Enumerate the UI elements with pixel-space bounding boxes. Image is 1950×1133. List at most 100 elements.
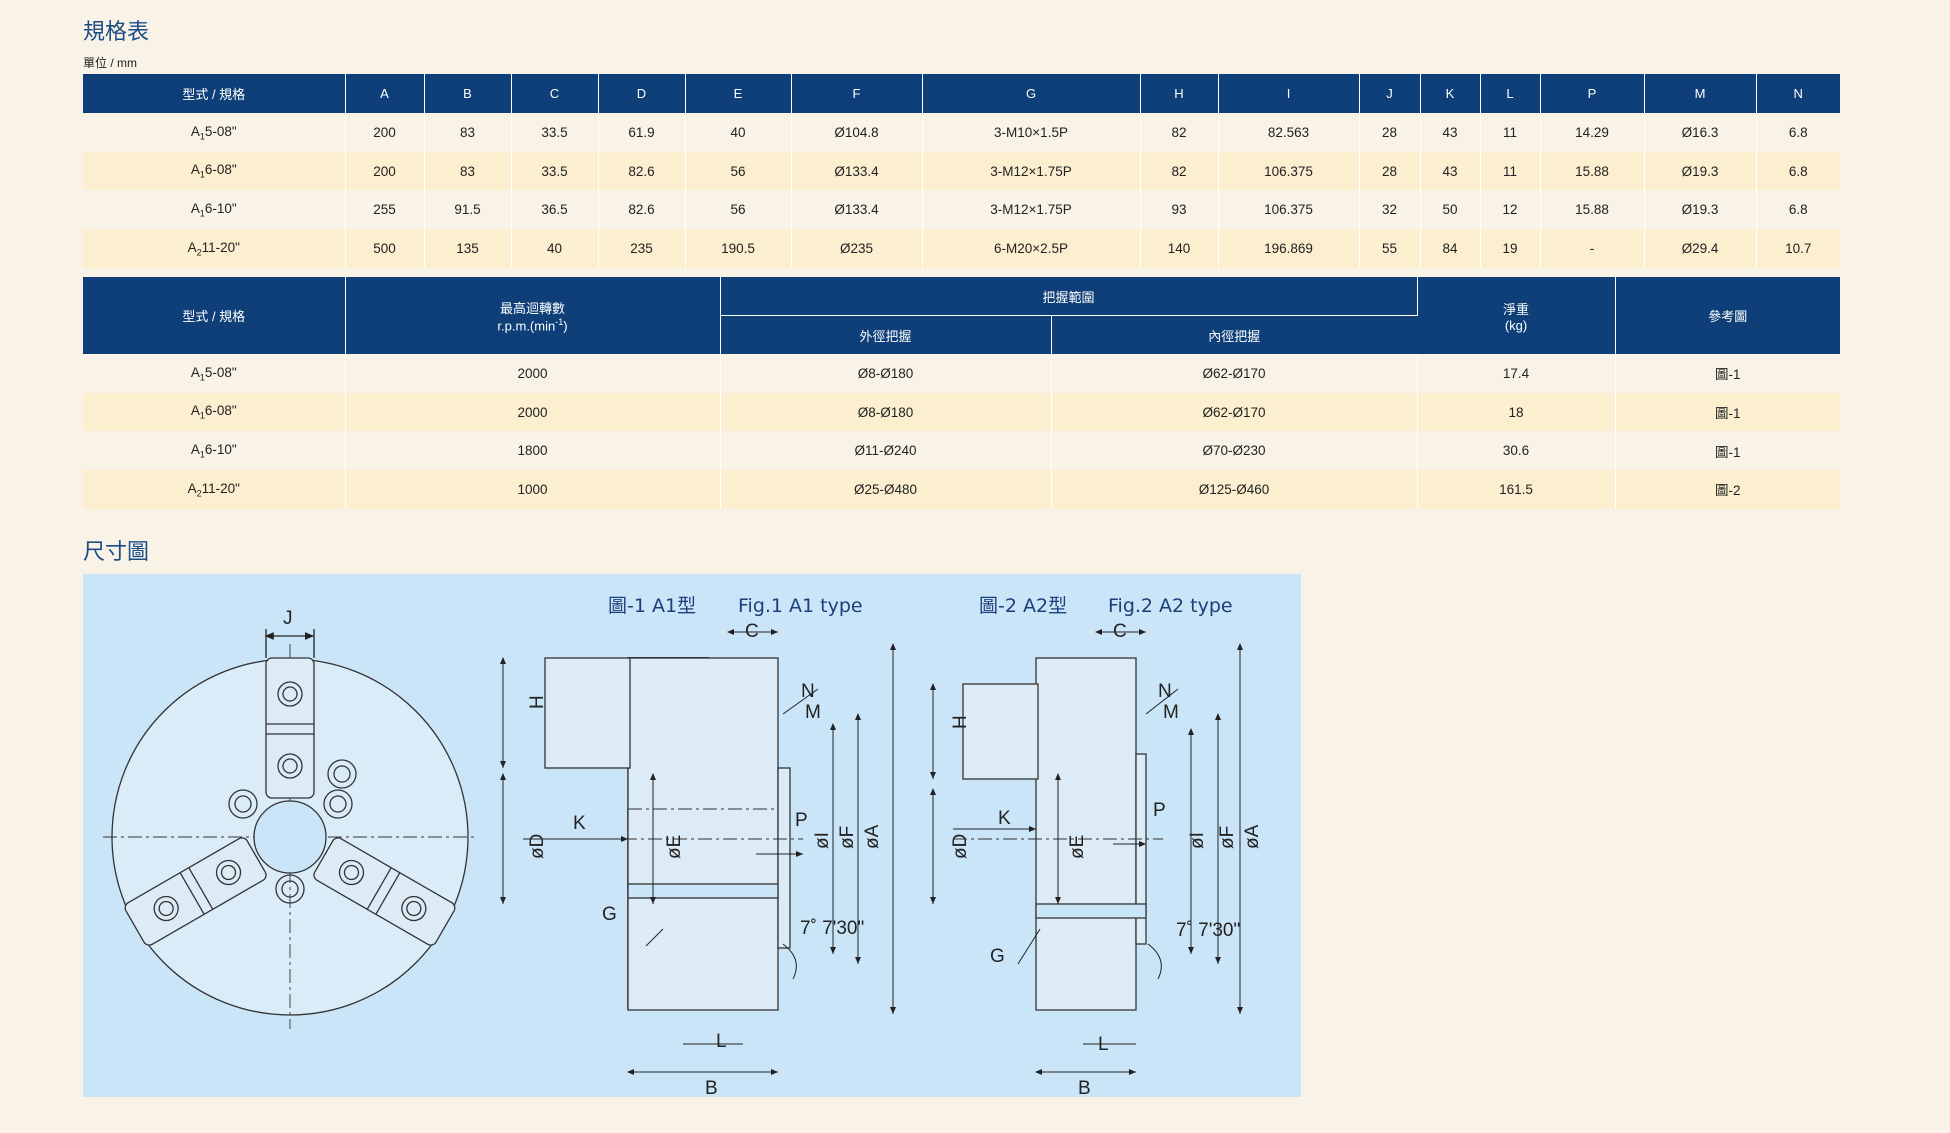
grip-inner-cell: Ø62-Ø170	[1051, 392, 1418, 432]
dimension-title: 尺寸圖	[83, 540, 150, 565]
grip-weight-cell: 30.6	[1417, 431, 1616, 471]
spec-cell: 135	[424, 229, 512, 268]
fig2-label-m: M	[1163, 702, 1179, 723]
fig1-label-d: øD	[527, 834, 548, 859]
spec-cell: 33.5	[511, 151, 599, 191]
fig1-label-a: øA	[862, 824, 883, 849]
spec-cell: 43	[1420, 113, 1481, 152]
front-view	[103, 629, 478, 1029]
grip-weight-cell: 18	[1417, 392, 1616, 432]
fig2-label-h: H	[950, 715, 971, 729]
spec-cell: 3-M12×1.75P	[922, 190, 1141, 230]
fig2-angle: 7˚ 7'30"	[1176, 920, 1240, 941]
spec-cell: 82	[1140, 113, 1219, 152]
rpm-line2: r.p.m.(min-1)	[497, 316, 568, 334]
grip-inner-cell: Ø125-Ø460	[1051, 470, 1418, 509]
spec-cell: 83	[424, 151, 512, 191]
spec-cell: 40	[685, 113, 792, 152]
grip-header-model: 型式 / 規格	[83, 277, 346, 354]
grip-ref-cell: 圖-1	[1615, 354, 1841, 393]
spec-cell: 255	[345, 190, 425, 230]
grip-weight-cell: 161.5	[1417, 470, 1616, 509]
fig1-label-c: C	[745, 621, 759, 642]
spec-header-cell: N	[1756, 74, 1840, 113]
fig2-label-k: K	[998, 808, 1011, 829]
fig2-label-b: B	[1078, 1078, 1091, 1097]
spec-cell: -	[1540, 229, 1645, 268]
spec-cell: 106.375	[1218, 151, 1360, 191]
spec-header-cell: P	[1540, 74, 1645, 113]
rpm-line1: 最高迴轉數	[499, 300, 565, 316]
spec-cell: 28	[1359, 113, 1421, 152]
fig1-label-k: K	[573, 813, 586, 834]
spec-header-cell: 型式 / 規格	[83, 74, 346, 113]
grip-outer-cell: Ø8-Ø180	[720, 392, 1052, 432]
spec-cell: 82.563	[1218, 113, 1360, 152]
spec-cell: 200	[345, 151, 425, 191]
fig2-body	[953, 657, 1163, 1011]
spec-cell: 6.8	[1756, 190, 1840, 230]
spec-cell: 140	[1140, 229, 1219, 268]
grip-weight-cell: 17.4	[1417, 354, 1616, 393]
spec-cell: 15.88	[1540, 151, 1645, 191]
spec-header-cell: D	[598, 74, 686, 113]
fig1-label-g: G	[602, 904, 617, 925]
fig2-label-l: L	[1098, 1034, 1109, 1055]
grip-rpm-cell: 2000	[345, 354, 721, 393]
spec-header-cell: A	[345, 74, 425, 113]
spec-cell: 33.5	[511, 113, 599, 152]
fig2-label-i: øI	[1187, 832, 1208, 849]
spec-cell: 11	[1480, 113, 1541, 152]
spec-cell: 6.8	[1756, 113, 1840, 152]
spec-header-cell: G	[922, 74, 1141, 113]
fig2-label-n: N	[1158, 681, 1172, 702]
fig2-label-c: C	[1113, 621, 1127, 642]
fig1-body	[523, 657, 803, 1011]
fig1-label-m: M	[805, 702, 821, 723]
spec-cell: Ø19.3	[1644, 190, 1757, 230]
spec-cell: 83	[424, 113, 512, 152]
grip-header-ref: 參考圖	[1615, 277, 1841, 354]
model-cell: A15-08"	[83, 354, 346, 393]
spec-cell: 12	[1480, 190, 1541, 230]
spec-cell: 235	[598, 229, 686, 268]
spec-header-cell: C	[511, 74, 599, 113]
spec-cell: 3-M10×1.5P	[922, 113, 1141, 152]
spec-cell: 106.375	[1218, 190, 1360, 230]
spec-cell: Ø133.4	[791, 190, 923, 230]
grip-header-rpm: 最高迴轉數 r.p.m.(min-1)	[345, 277, 721, 354]
fig1-label-e: øE	[664, 835, 685, 859]
spec-header-cell: I	[1218, 74, 1360, 113]
fig1-label-h: H	[527, 695, 548, 709]
grip-ref-cell: 圖-1	[1615, 392, 1841, 432]
spec-header-cell: B	[424, 74, 512, 113]
model-cell: A16-10"	[83, 431, 346, 471]
spec-cell: Ø19.3	[1644, 151, 1757, 191]
fig2-label-a: øA	[1242, 824, 1263, 849]
grip-inner-cell: Ø70-Ø230	[1051, 431, 1418, 471]
spec-cell: 91.5	[424, 190, 512, 230]
grip-outer-cell: Ø11-Ø240	[720, 431, 1052, 471]
spec-cell: 55	[1359, 229, 1421, 268]
fig2-label-f: øF	[1217, 826, 1238, 849]
model-cell: A211-20"	[83, 470, 346, 509]
spec-cell: Ø235	[791, 229, 923, 268]
spec-header-cell: H	[1140, 74, 1219, 113]
spec-cell: 36.5	[511, 190, 599, 230]
spec-cell: 19	[1480, 229, 1541, 268]
grip-table: 型式 / 規格 最高迴轉數 r.p.m.(min-1) 把握範圍 淨重(kg) …	[83, 277, 1841, 509]
spec-table-title: 規格表	[83, 20, 150, 45]
spec-cell: 14.29	[1540, 113, 1645, 152]
spec-cell: 6-M20×2.5P	[922, 229, 1141, 268]
spec-header-cell: E	[685, 74, 792, 113]
spec-cell: 82	[1140, 151, 1219, 191]
fig2-caption-zh: 圖-2 A2型	[979, 595, 1067, 617]
grip-header-weight: 淨重(kg)	[1417, 277, 1616, 354]
fig2-dims	[930, 629, 1243, 1075]
spec-cell: 500	[345, 229, 425, 268]
fig1-label-f: øF	[837, 826, 858, 849]
